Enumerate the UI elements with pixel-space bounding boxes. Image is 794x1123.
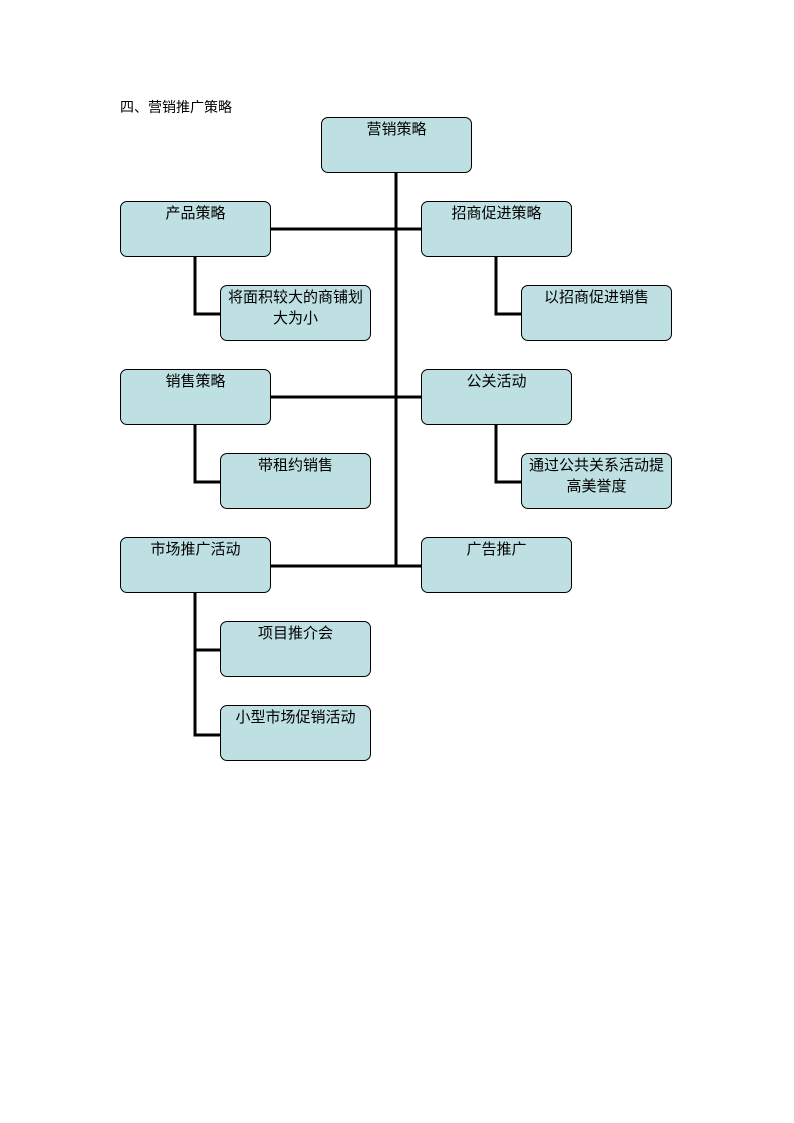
node-market-promotion: 市场推广活动 <box>120 537 271 593</box>
node-sales-strategy: 销售策略 <box>120 369 271 425</box>
node-investment-strategy: 招商促进策略 <box>421 201 572 257</box>
node-investment-drives-sales: 以招商促进销售 <box>521 285 672 341</box>
node-product-strategy: 产品策略 <box>120 201 271 257</box>
node-pr-activities: 公关活动 <box>421 369 572 425</box>
node-marketing-strategy: 营销策略 <box>321 117 472 173</box>
node-project-presentation: 项目推介会 <box>220 621 371 677</box>
section-heading: 四、营销推广策略 <box>120 100 232 116</box>
node-advertising: 广告推广 <box>421 537 572 593</box>
node-pr-reputation: 通过公共关系活动提高美誉度 <box>521 453 672 509</box>
node-sale-with-lease: 带租约销售 <box>220 453 371 509</box>
node-split-large-shops: 将面积较大的商铺划大为小 <box>220 285 371 341</box>
node-small-promotions: 小型市场促销活动 <box>220 705 371 761</box>
